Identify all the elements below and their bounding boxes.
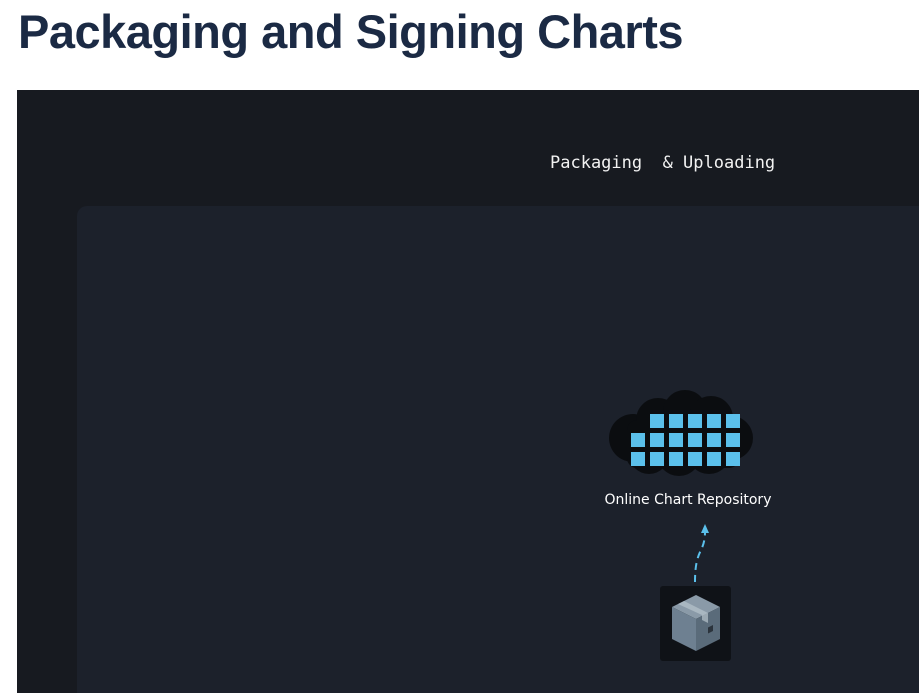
repository-grid-cell bbox=[669, 452, 683, 466]
package-box-icon bbox=[672, 595, 720, 651]
repository-grid-cell bbox=[726, 414, 740, 428]
page-title: Packaging and Signing Charts bbox=[18, 5, 684, 58]
repository-grid-cell bbox=[631, 433, 645, 447]
repository-grid-cell bbox=[707, 433, 721, 447]
repository-grid-cell bbox=[726, 452, 740, 466]
repository-grid-cell bbox=[726, 433, 740, 447]
repository-grid-cell bbox=[688, 433, 702, 447]
repository-grid-cell bbox=[688, 414, 702, 428]
package-tile bbox=[660, 586, 731, 661]
dashed-arrow-up-icon bbox=[694, 524, 709, 583]
repository-grid-cell bbox=[650, 452, 664, 466]
cloud-grid-icon bbox=[609, 390, 753, 476]
repository-grid-cell bbox=[707, 414, 721, 428]
diagram-heading: Packaging & Uploading bbox=[550, 153, 776, 173]
repository-grid-cell bbox=[669, 433, 683, 447]
repository-grid-cell bbox=[669, 414, 683, 428]
repository-grid-cell bbox=[707, 452, 721, 466]
repository-grid-cell bbox=[650, 414, 664, 428]
repository-label: Online Chart Repository bbox=[604, 492, 772, 508]
repository-grid-cell bbox=[631, 452, 645, 466]
repository-grid-cell bbox=[650, 433, 664, 447]
repository-grid-cell bbox=[688, 452, 702, 466]
diagram-panel bbox=[77, 206, 919, 693]
diagram-figure: Packaging & Uploading Online Chart Repos… bbox=[17, 90, 919, 693]
